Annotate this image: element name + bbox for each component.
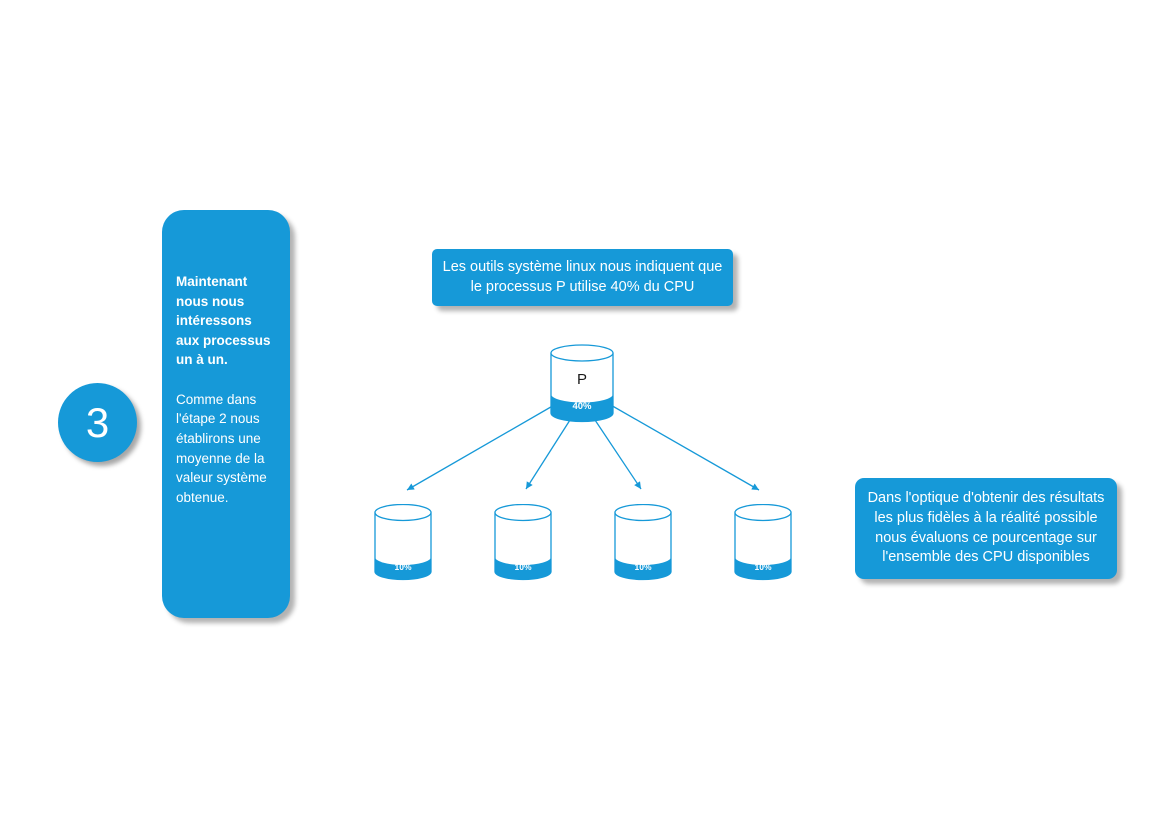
cpu-cylinder-3: 10%	[614, 503, 672, 586]
cpu-cylinder-1: 10%	[374, 503, 432, 586]
left-panel-intro-text: Maintenant nous nous intéressons aux pro…	[176, 274, 271, 368]
cpu-4-usage-value: 10%	[754, 562, 771, 572]
right-callout: Dans l'optique d'obtenir des résultats l…	[855, 478, 1117, 579]
process-usage-band	[551, 394, 613, 422]
right-callout-text: Dans l'optique d'obtenir des résultats l…	[867, 490, 1105, 566]
process-cylinder: P 40%	[550, 344, 614, 428]
cpu-4-usage-band	[735, 557, 791, 580]
cpu-cylinder-4: 10%	[734, 503, 792, 586]
cpu-3-usage-band	[615, 557, 671, 580]
cpu-1-usage-value: 10%	[394, 562, 411, 572]
process-label: P	[577, 371, 587, 388]
step-number-badge: 3	[58, 383, 137, 462]
arrow-to-cpu-4	[608, 403, 760, 491]
arrow-to-cpu-2	[525, 419, 571, 490]
cpu-2-usage-band	[495, 557, 551, 580]
step-number: 3	[85, 398, 110, 446]
cpu-2-usage-value: 10%	[514, 562, 531, 572]
arrow-to-cpu-3	[594, 419, 642, 490]
process-usage-value: 40%	[572, 401, 592, 412]
arrow-to-cpu-1	[406, 403, 557, 491]
left-explanation-panel: Maintenant nous nous intéressons aux pro…	[162, 210, 290, 618]
cpu-3-usage-value: 10%	[634, 562, 651, 572]
left-panel-detail-text: Comme dans l'étape 2 nous établirons une…	[176, 391, 267, 505]
cpu-1-usage-band	[375, 557, 431, 580]
top-callout: Les outils système linux nous indiquent …	[432, 249, 733, 306]
cpu-cylinder-2: 10%	[494, 503, 552, 586]
top-callout-text: Les outils système linux nous indiquent …	[442, 258, 723, 295]
